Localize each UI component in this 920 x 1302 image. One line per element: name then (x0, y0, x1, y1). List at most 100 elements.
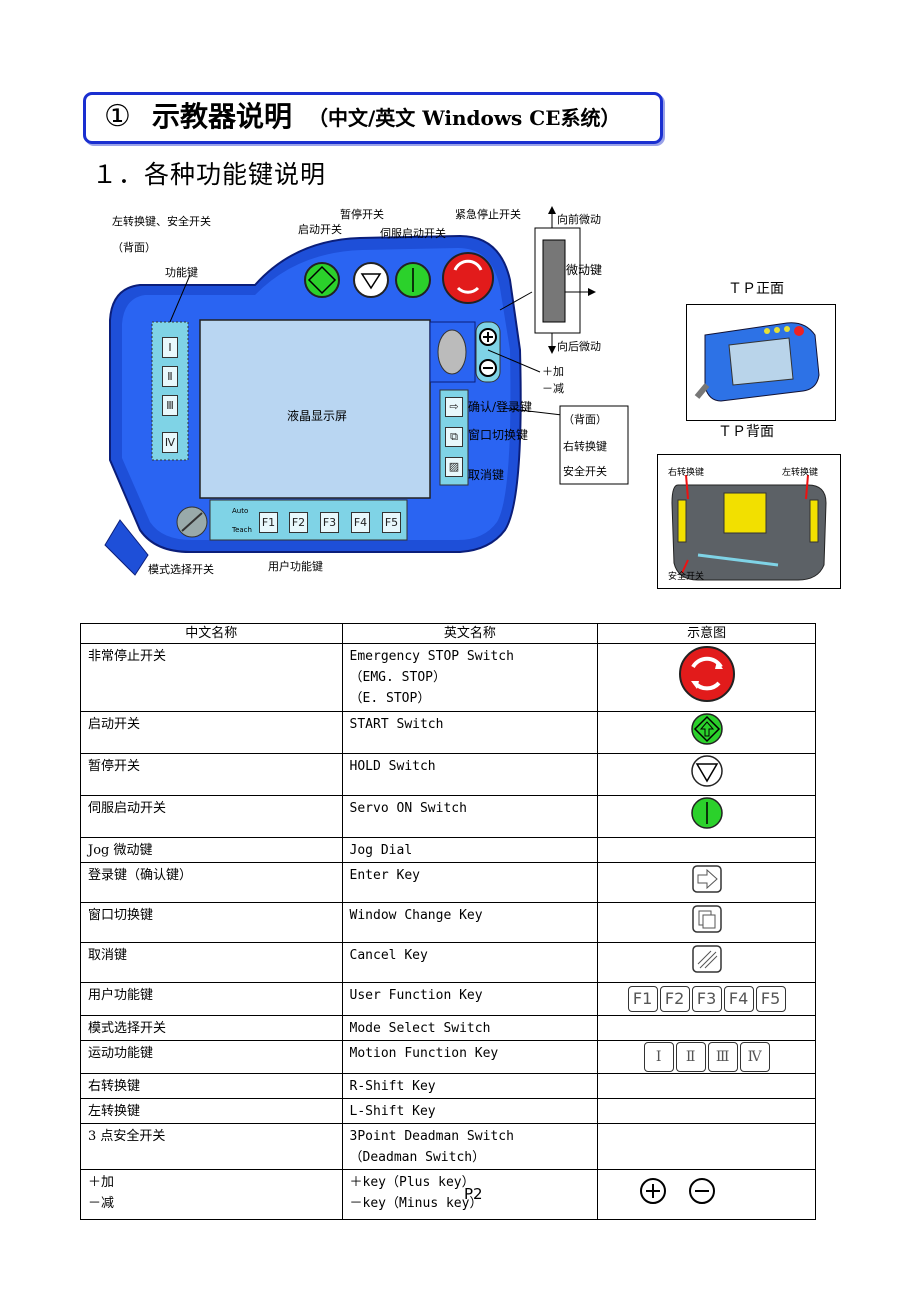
user-key-f1: F1 (259, 512, 278, 533)
motion-key-3-icon: Ⅲ (707, 1042, 738, 1072)
enter-key-icon (691, 865, 722, 893)
cell-text: Cancel Key (349, 948, 428, 963)
cell-en: 3Point Deadman Switch（Deadman Switch） (341, 1123, 599, 1170)
cell-text: （E. STOP） (349, 691, 431, 706)
cell-zh: 登录键（确认键） (80, 862, 343, 903)
motion-key-2-icon: Ⅱ (675, 1042, 706, 1072)
label-mode-select: 模式选择开关 (148, 563, 214, 576)
f3-key-icon: F3 (691, 986, 722, 1012)
cell-zh: 取消键 (80, 942, 343, 983)
table-row: 模式选择开关 Mode Select Switch (80, 1015, 816, 1041)
page-number: P2 (464, 1185, 483, 1203)
motion-key-4-icon: Ⅳ (739, 1042, 770, 1072)
cell-icon (597, 942, 816, 983)
tp-front-photo (686, 304, 836, 421)
cell-icon (597, 753, 816, 796)
cell-zh: 右转换键 (80, 1073, 343, 1099)
cell-en: Mode Select Switch (341, 1015, 599, 1041)
cell-zh: Jog 微动键 (80, 837, 343, 863)
cell-icon (597, 1073, 816, 1099)
cell-text: －key（Minus key） (349, 1196, 483, 1211)
cell-en: ＋key（Plus key） －key（Minus key） (341, 1169, 599, 1220)
cell-zh: 暂停开关 (80, 753, 343, 796)
cell-text: 窗口切换键 (88, 908, 154, 923)
cell-en: HOLD Switch (341, 753, 599, 796)
table-row: 左转换键 L-Shift Key (80, 1098, 816, 1124)
table-row: 非常停止开关 Emergency STOP Switch（EMG. STOP）（… (80, 643, 816, 712)
cell-text: Window Change Key (349, 908, 483, 923)
table-row: 伺服启动开关 Servo ON Switch (80, 795, 816, 838)
header-english-name: 英文名称 (341, 623, 599, 644)
cell-text: Enter Key (349, 868, 420, 883)
label-start-switch: 启动开关 (298, 223, 342, 236)
table-row: 3 点安全开关 3Point Deadman Switch（Deadman Sw… (80, 1123, 816, 1170)
cell-zh: 用户功能键 (80, 982, 343, 1016)
table-row: Jog 微动键 Jog Dial (80, 837, 816, 863)
f5-key-icon: F5 (755, 986, 786, 1012)
cell-icon (597, 902, 816, 943)
label-emergency-stop: 紧急停止开关 (455, 208, 521, 221)
function-key-table: 中文名称 英文名称 示意图 非常停止开关 Emergency STOP Swit… (80, 623, 816, 1220)
cell-text: START Switch (349, 717, 444, 732)
label-confirm-key: 确认/登录键 (468, 400, 533, 414)
tp-back-left-shift: 左转换键 (782, 468, 819, 478)
label-hold-switch: 暂停开关 (340, 208, 384, 221)
f1-key-icon: F1 (627, 986, 658, 1012)
cell-en: User Function Key (341, 982, 599, 1016)
cell-text: 取消键 (88, 948, 128, 963)
section-heading: １．各种功能键说明 (92, 160, 327, 189)
cell-en: Window Change Key (341, 902, 599, 943)
f4-key-icon: F4 (723, 986, 754, 1012)
cell-text: ＋加 (88, 1175, 115, 1190)
cell-text: 右转换键 (88, 1079, 141, 1094)
cell-zh: 非常停止开关 (80, 643, 343, 712)
cell-en: Servo ON Switch (341, 795, 599, 838)
cell-text: －减 (88, 1196, 115, 1211)
cell-text: User Function Key (349, 988, 483, 1003)
cell-text: 伺服启动开关 (88, 801, 167, 816)
hold-switch-icon (690, 755, 723, 787)
mode-auto-label: Auto (232, 507, 249, 515)
f2-key-icon: F2 (659, 986, 690, 1012)
window-change-icon (691, 905, 722, 933)
table-row: 暂停开关 HOLD Switch (80, 753, 816, 796)
table-row: 右转换键 R-Shift Key (80, 1073, 816, 1099)
table-row: 启动开关 START Switch (80, 711, 816, 754)
cell-text: 模式选择开关 (88, 1021, 167, 1036)
table-row: 取消键 Cancel Key (80, 942, 816, 983)
label-back-note: （背面） (112, 241, 156, 254)
cell-text: 3 点安全开关 (88, 1129, 166, 1144)
tp-back-photo: 右转换键 左转换键 安全开关 (657, 454, 841, 589)
cell-icon (597, 711, 816, 754)
table-row: 窗口切换键 Window Change Key (80, 902, 816, 943)
label-jog-dial: 微动键 (566, 263, 603, 277)
cell-text: R-Shift Key (349, 1079, 436, 1094)
label-servo-on: 伺服启动开关 (380, 227, 446, 240)
servo-on-icon (690, 797, 723, 829)
label-window-key: 窗口切换键 (468, 428, 529, 442)
cell-icon (597, 837, 816, 863)
label-l-shift-safety: 左转换键、安全开关 (112, 215, 211, 228)
cell-zh: 窗口切换键 (80, 902, 343, 943)
cancel-key: ▨ (445, 457, 463, 477)
cell-text: 用户功能键 (88, 988, 154, 1003)
user-key-f3: F3 (320, 512, 339, 533)
cancel-key-icon (691, 945, 722, 973)
cell-en: Cancel Key (341, 942, 599, 983)
label-jog-forward: 向前微动 (557, 213, 601, 226)
motion-key-2: Ⅱ (162, 366, 178, 387)
cell-text: Mode Select Switch (349, 1021, 491, 1036)
pendant-body-graphic (104, 206, 629, 576)
tp-back-safety: 安全开关 (668, 572, 705, 582)
cell-icon (597, 1098, 816, 1124)
cell-icon (597, 643, 816, 712)
label-back-box-title: （背面） (563, 413, 607, 426)
cell-en: Emergency STOP Switch（EMG. STOP）（E. STOP… (341, 643, 599, 712)
header-diagram: 示意图 (597, 623, 816, 644)
label-minus: －减 (542, 382, 564, 395)
page-subtitle: （中文/英文 Windows CE系统） (308, 106, 621, 130)
cell-text: ＋key（Plus key） (349, 1175, 475, 1190)
motion-key-3: Ⅲ (162, 395, 178, 416)
user-key-f2: F2 (289, 512, 308, 533)
